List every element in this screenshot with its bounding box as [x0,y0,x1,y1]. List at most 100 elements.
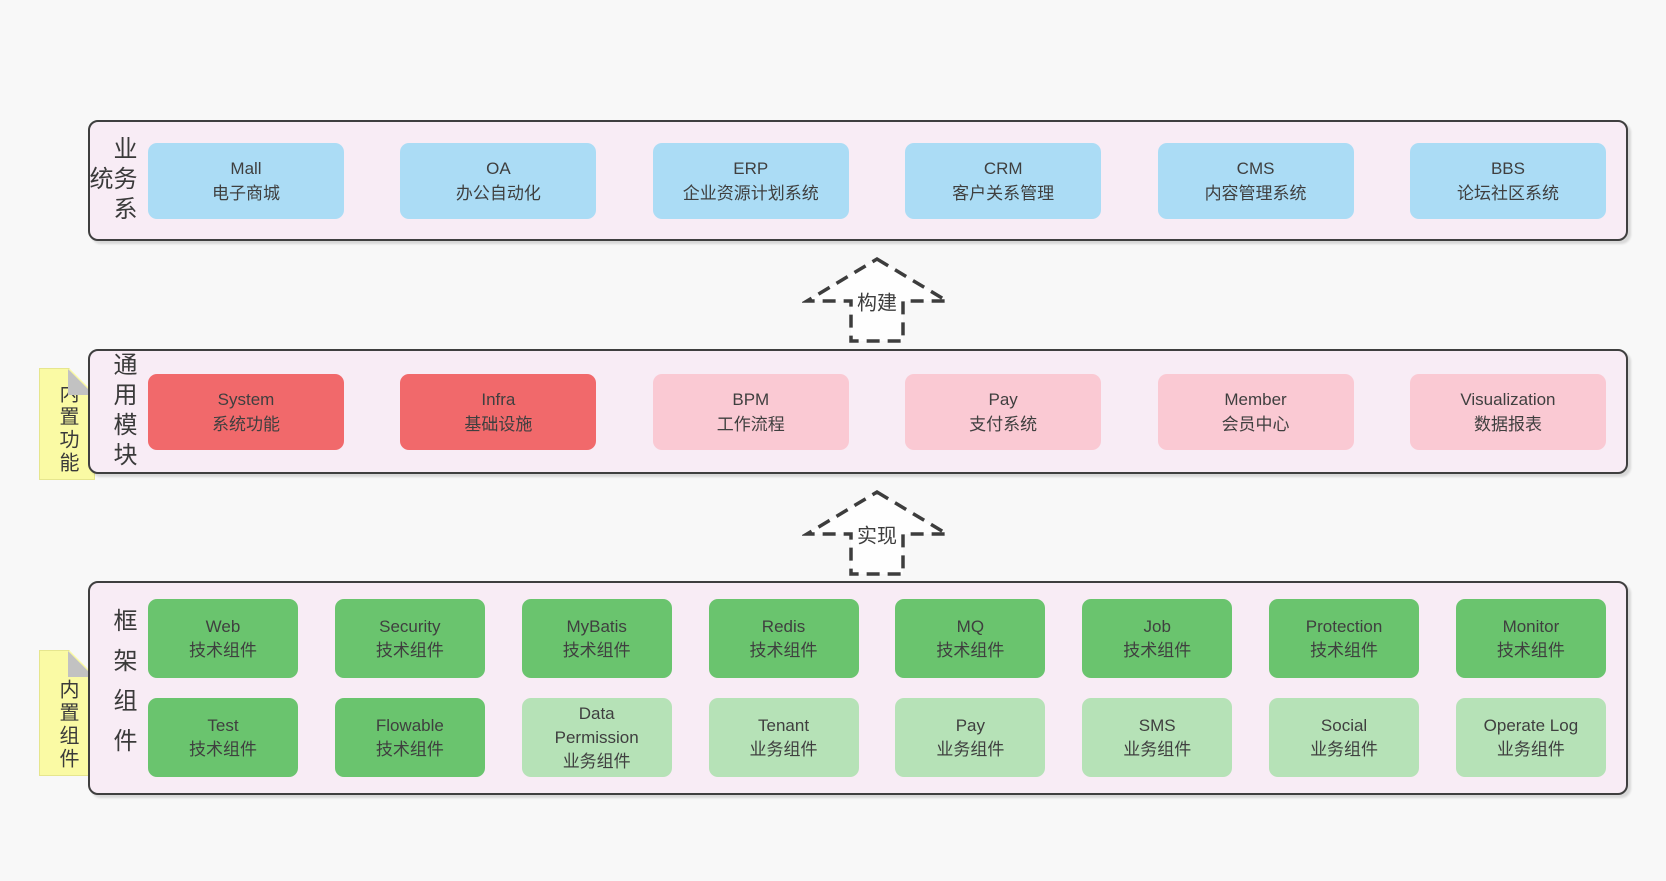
box-cms: CMS 内容管理系统 [1157,142,1354,219]
box-crm: CRM 客户关系管理 [905,142,1102,219]
box-subtitle: 技术组件 [1310,640,1379,660]
box-mybatis: MyBatis 技术组件 [521,599,672,678]
panel-common-modules: 通用模块 System 系统功能 Infra 基础设施 BPM 工作流程 Pay… [88,349,1628,474]
box-title: Tenant [758,715,810,735]
box-mq: MQ 技术组件 [895,599,1046,678]
box-title: Security [379,616,441,636]
box-pay-component: Pay 业务组件 [895,698,1046,777]
box-title: Redis [761,616,806,636]
box-title: System [217,389,275,409]
box-tenant: Tenant 业务组件 [708,698,859,777]
box-subtitle: 论坛社区系统 [1456,183,1559,203]
box-subtitle: 支付系统 [969,414,1038,434]
tab-built-in-components: 内置组件 [39,650,95,776]
box-subtitle: 业务组件 [1123,739,1192,759]
box-title: Data Permission [554,703,639,747]
business-boxes: Mall 电子商城 OA 办公自动化 ERP 企业资源计划系统 CRM 客户关系… [148,142,1606,219]
box-title: Job [1143,616,1171,636]
box-subtitle: 企业资源计划系统 [682,183,819,203]
arrow-implement: 实现 [802,487,952,579]
box-subtitle: 会员中心 [1221,414,1290,434]
box-subtitle: 系统功能 [212,414,280,434]
box-subtitle: 客户关系管理 [952,183,1055,203]
arrow-implement-label: 实现 [854,519,900,549]
box-title: Infra [481,389,516,409]
box-subtitle: 技术组件 [189,640,257,660]
box-subtitle: 办公自动化 [455,183,541,203]
box-subtitle: 业务组件 [936,739,1005,759]
box-bbs: BBS 论坛社区系统 [1409,142,1606,219]
box-operate-log: Operate Log 业务组件 [1455,698,1606,777]
box-subtitle: 电子商城 [212,183,280,203]
box-test: Test 技术组件 [148,698,298,777]
box-subtitle: 业务组件 [1496,739,1565,759]
box-title: OA [486,158,511,178]
box-subtitle: 技术组件 [375,640,444,660]
box-monitor: Monitor 技术组件 [1455,599,1606,678]
box-pay: Pay 支付系统 [905,373,1102,450]
box-title: MQ [956,616,985,636]
box-title: SMS [1138,715,1176,735]
box-web: Web 技术组件 [148,599,298,678]
box-bpm: BPM 工作流程 [652,373,849,450]
section-label-components: 框架组件 [109,608,136,768]
box-job: Job 技术组件 [1082,599,1233,678]
box-title: Flowable [375,715,444,735]
section-label-business: 业务系统 [85,135,136,226]
box-subtitle: 技术组件 [1123,640,1192,660]
box-protection: Protection 技术组件 [1269,599,1420,678]
arrow-build: 构建 [802,254,952,346]
arrow-build-label: 构建 [854,286,900,316]
panel-framework-components: 框架组件 Web 技术组件 Security 技术组件 MyBatis 技术组件… [88,581,1628,795]
box-title: Protection [1305,616,1383,636]
tab-built-in-functions: 内置功能 [39,368,95,480]
box-title: BPM [732,389,770,409]
box-subtitle: 技术组件 [1496,640,1565,660]
component-row-2: Test 技术组件 Flowable 技术组件 Data Permission … [148,698,1606,777]
box-erp: ERP 企业资源计划系统 [652,142,849,219]
box-subtitle: 基础设施 [464,414,533,434]
section-label-modules: 通用模块 [109,351,136,472]
tab-label: 内置功能 [56,383,78,475]
box-title: Pay [988,389,1018,409]
tab-label: 内置组件 [56,679,78,771]
box-title: Member [1224,389,1287,409]
box-title: Monitor [1502,616,1560,636]
box-subtitle: 技术组件 [749,640,818,660]
box-subtitle: 业务组件 [562,751,631,771]
box-oa: OA 办公自动化 [400,142,597,219]
box-data-permission: Data Permission 业务组件 [521,698,672,777]
box-subtitle: 技术组件 [936,640,1005,660]
box-subtitle: 工作流程 [716,414,785,434]
box-title: BBS [1490,158,1525,178]
box-member: Member 会员中心 [1157,373,1354,450]
box-subtitle: 业务组件 [1310,739,1379,759]
box-title: CRM [983,158,1023,178]
box-sms: SMS 业务组件 [1082,698,1233,777]
box-subtitle: 技术组件 [375,739,444,759]
box-subtitle: 技术组件 [189,739,257,759]
module-boxes: System 系统功能 Infra 基础设施 BPM 工作流程 Pay 支付系统… [148,373,1606,450]
box-title: Web [205,616,241,636]
box-title: Test [207,715,239,735]
box-title: Pay [955,715,986,735]
box-flowable: Flowable 技术组件 [334,698,485,777]
box-subtitle: 数据报表 [1473,414,1542,434]
box-redis: Redis 技术组件 [708,599,859,678]
box-title: Mall [230,158,262,178]
box-title: CMS [1236,158,1275,178]
box-title: Social [1320,715,1368,735]
box-subtitle: 内容管理系统 [1204,183,1307,203]
box-visualization: Visualization 数据报表 [1409,373,1606,450]
component-row-1: Web 技术组件 Security 技术组件 MyBatis 技术组件 Redi… [148,599,1606,678]
panel-business-systems: 业务系统 Mall 电子商城 OA 办公自动化 ERP 企业资源计划系统 CRM… [85,120,1628,241]
box-infra: Infra 基础设施 [400,373,597,450]
box-system: System 系统功能 [148,373,344,450]
box-title: ERP [733,158,769,178]
box-title: Visualization [1460,389,1556,409]
box-mall: Mall 电子商城 [148,142,344,219]
box-title: Operate Log [1483,715,1579,735]
box-subtitle: 业务组件 [749,739,818,759]
box-subtitle: 技术组件 [562,640,631,660]
